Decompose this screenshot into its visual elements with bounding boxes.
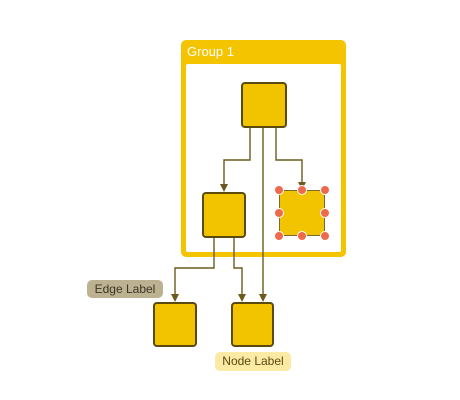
resize-handle-top-right[interactable]	[320, 185, 330, 195]
resize-handle-left[interactable]	[274, 208, 284, 218]
resize-handle-top[interactable]	[297, 185, 307, 195]
resize-handle-bottom-right[interactable]	[320, 231, 330, 241]
resize-handle-right[interactable]	[320, 208, 330, 218]
resize-handle-bottom-left[interactable]	[274, 231, 284, 241]
node-bottom-left[interactable]	[153, 302, 197, 347]
group-title: Group 1	[187, 44, 234, 59]
edge-top-to-left	[220, 128, 251, 192]
node-selected[interactable]	[279, 190, 325, 236]
resize-handle-bottom[interactable]	[297, 231, 307, 241]
edge-label[interactable]: Edge Label	[87, 280, 163, 298]
resize-handle-top-left[interactable]	[274, 185, 284, 195]
node-bottom-right[interactable]	[231, 302, 274, 347]
edge-top-to-selected	[275, 128, 306, 190]
node-top[interactable]	[241, 82, 287, 128]
node-left[interactable]	[202, 192, 246, 238]
edge-left-to-bottom-left	[171, 238, 215, 302]
edge-left-to-bottom-right	[233, 238, 246, 302]
node-label[interactable]: Node Label	[215, 352, 291, 371]
